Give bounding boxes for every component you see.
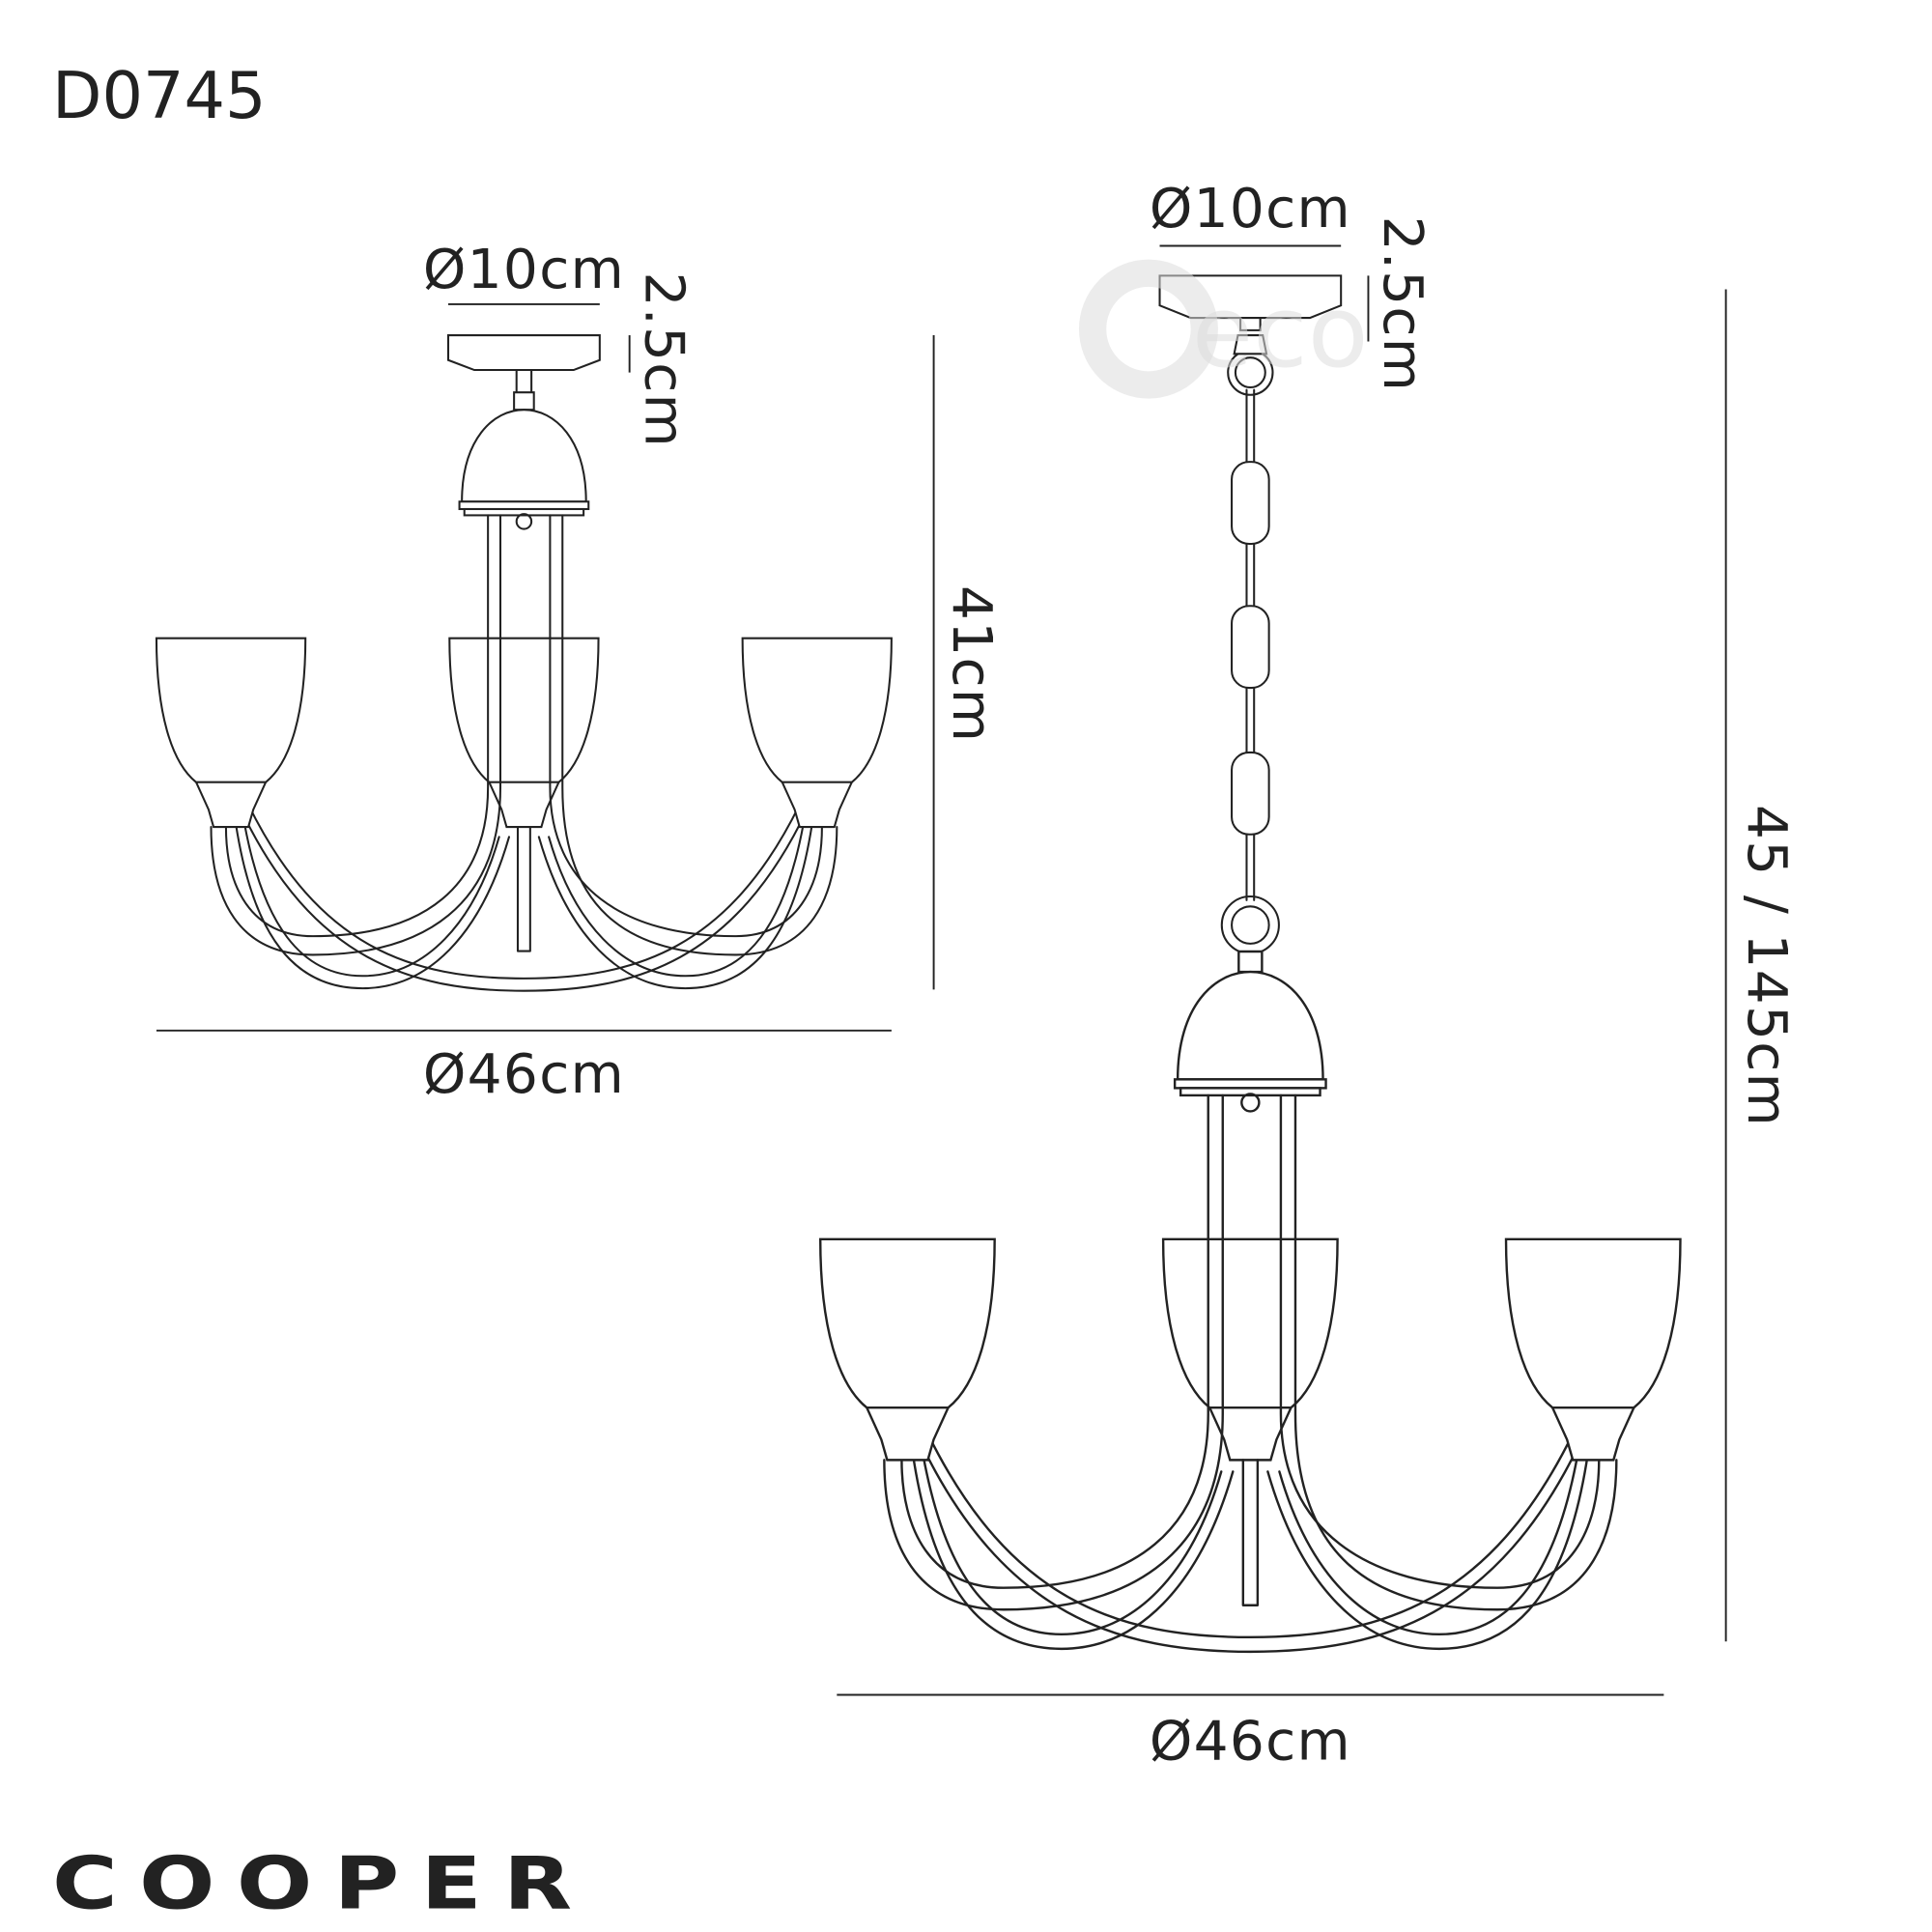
- plate-diameter-label: Ø10cm: [1150, 178, 1351, 241]
- watermark-text: eco: [1192, 275, 1369, 390]
- plate-height-label: 2.5cm: [1371, 216, 1434, 393]
- pendant-drawing: Ø10cm 2.5cm 45 / 145cm Ø46cm: [820, 178, 1798, 1773]
- chain: [1231, 388, 1270, 901]
- plate-height-label: 2.5cm: [632, 271, 695, 448]
- watermark-logo: eco: [1078, 259, 1369, 399]
- brand-name: COOPER: [52, 1842, 593, 1926]
- ceiling-mounted-drawing: Ø10cm 2.5cm 41cm Ø46cm: [156, 239, 1003, 1106]
- height-label: 45 / 145cm: [1735, 805, 1798, 1127]
- diameter-label: Ø46cm: [1150, 1710, 1351, 1773]
- diameter-label: Ø46cm: [423, 1043, 625, 1106]
- plate-diameter-label: Ø10cm: [423, 239, 625, 301]
- product-code: D0745: [52, 58, 267, 133]
- height-label: 41cm: [940, 585, 1003, 743]
